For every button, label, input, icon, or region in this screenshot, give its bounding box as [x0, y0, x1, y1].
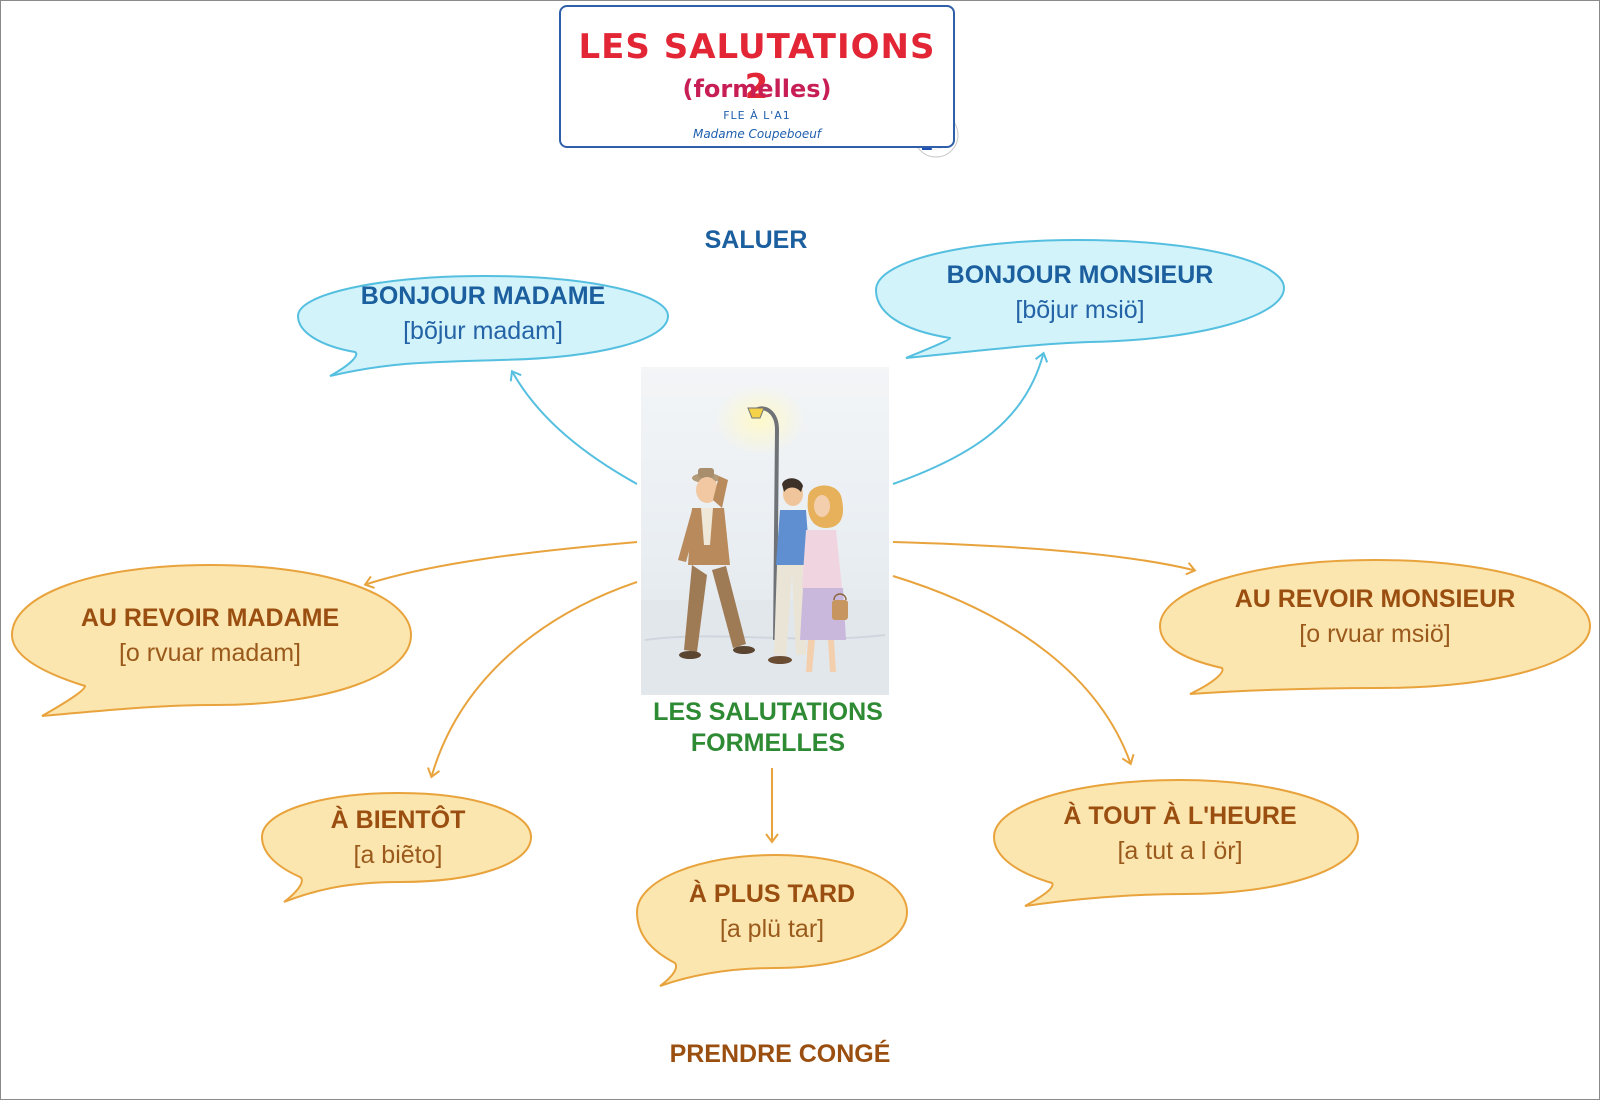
connectors — [363, 351, 1197, 844]
bubble-au-revoir-madame-text: AU REVOIR MADAME [o rvuar madam] — [40, 604, 380, 668]
bubble-a-tout-a-lheure — [992, 778, 1360, 907]
phrase: À BIENTÔT — [330, 806, 466, 834]
phonetic: [a tut a l ör] — [1117, 837, 1243, 865]
bubble-a-bientot — [260, 791, 533, 903]
bubble-bonjour-monsieur — [874, 238, 1286, 359]
bubble-au-revoir-monsieur — [1158, 558, 1592, 695]
title-card: LES SALUTATIONS 2 (formelles) FLE À L'A1… — [559, 5, 955, 148]
bubble-bonjour-monsieur-text: BONJOUR MONSIEUR [bõjur msiö] — [900, 261, 1260, 325]
phrase: BONJOUR MONSIEUR — [946, 261, 1214, 289]
bubble-shapes — [10, 238, 1592, 987]
connector-bonjour-monsieur — [892, 351, 1049, 485]
connector-au-revoir-monsieur — [892, 541, 1197, 576]
center-label: LES SALUTATIONS FORMELLES — [653, 698, 883, 757]
bubble-bonjour-madame-text: BONJOUR MADAME [bõjur madam] — [318, 282, 648, 346]
street-greeting-illustration — [641, 367, 889, 695]
bubble-a-bientot-text: À BIENTÔT [a biẽto] — [288, 806, 508, 870]
phonetic: [bõjur madam] — [403, 317, 563, 345]
bubble-au-revoir-madame — [10, 563, 413, 717]
phonetic: [a plü tar] — [719, 915, 825, 943]
phrase: BONJOUR MADAME — [360, 282, 606, 310]
bubble-a-plus-tard-text: À PLUS TARD [a plü tar] — [662, 880, 882, 944]
phonetic: [a biẽto] — [353, 841, 443, 869]
group-label-greet: SALUER — [704, 226, 808, 254]
group-label-leave: PRENDRE CONGÉ — [669, 1040, 891, 1068]
phonetic: [bõjur msiö] — [1015, 296, 1145, 324]
page-subtitle: (formelles) — [682, 75, 832, 103]
phrase: À TOUT À L'HEURE — [1063, 802, 1297, 830]
author-name: Madame Coupeboeuf — [692, 127, 822, 141]
bubble-au-revoir-monsieur-text: AU REVOIR MONSIEUR [o rvuar msiö] — [1190, 585, 1560, 649]
bubble-a-plus-tard — [635, 853, 909, 987]
connector-a-tout-a-lheure — [892, 575, 1135, 766]
phonetic: [o rvuar msiö] — [1299, 620, 1451, 648]
connector-a-bientot — [427, 581, 638, 779]
course-level: FLE À L'A1 — [723, 109, 791, 122]
phrase: AU REVOIR MADAME — [80, 604, 340, 632]
bubble-bonjour-madame — [296, 274, 670, 377]
page-title: LES SALUTATIONS 2 — [578, 27, 936, 107]
phrase: AU REVOIR MONSIEUR — [1234, 585, 1516, 613]
phonetic: [o rvuar madam] — [118, 639, 301, 667]
connector-bonjour-madame — [509, 369, 638, 485]
phrase: À PLUS TARD — [688, 880, 856, 908]
bubble-a-tout-a-lheure-text: À TOUT À L'HEURE [a tut a l ör] — [1025, 802, 1335, 866]
connector-au-revoir-madame — [363, 541, 638, 589]
